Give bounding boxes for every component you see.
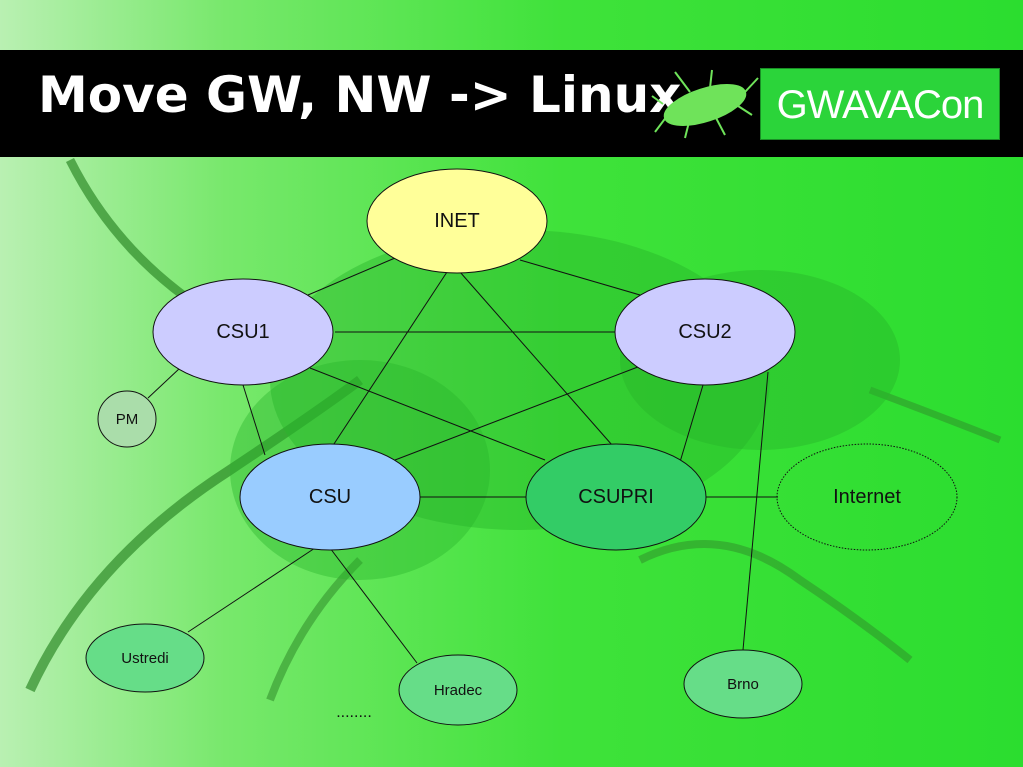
edge-csu1-csu — [242, 384, 266, 456]
node-ustredi-label: Ustredi — [121, 650, 169, 667]
edge-csu2-brno — [742, 371, 769, 651]
brand-logo: GWAVACon — [760, 68, 1000, 140]
node-csupri-label: CSUPRI — [578, 486, 654, 508]
edge-csu-ustredi — [187, 547, 316, 633]
node-pm: PM — [97, 390, 157, 448]
node-csupri: CSUPRI — [525, 443, 707, 551]
brand-text: GWAVACon — [776, 83, 985, 127]
node-inet-label: INET — [434, 210, 480, 232]
node-csu2: CSU2 — [614, 278, 796, 386]
edge-csu2-csu — [394, 364, 644, 461]
ellipsis-text: ........ — [336, 704, 372, 721]
node-csu2-label: CSU2 — [678, 321, 731, 343]
node-internet: Internet — [776, 443, 958, 551]
edge-csu1-csupri — [309, 367, 546, 461]
node-ustredi: Ustredi — [85, 623, 205, 693]
node-csu1: CSU1 — [152, 278, 334, 386]
edge-csu-hradec — [329, 547, 418, 664]
edge-csu1-inet — [307, 257, 396, 296]
edge-csu2-csupri — [679, 384, 704, 463]
node-csu1-label: CSU1 — [216, 321, 269, 343]
node-csu: CSU — [239, 443, 421, 551]
node-csu-label: CSU — [309, 486, 351, 508]
node-hradec-label: Hradec — [434, 682, 483, 699]
edge-csu1-pm — [147, 367, 181, 399]
slide-title: Move GW, NW -> Linux — [38, 66, 682, 124]
node-brno-label: Brno — [727, 676, 759, 693]
edge-inet-csu2 — [519, 259, 641, 296]
node-inet: INET — [366, 168, 548, 274]
node-internet-label: Internet — [833, 486, 901, 508]
node-pm-label: PM — [116, 411, 139, 428]
connection-lines — [147, 257, 778, 664]
node-brno: Brno — [683, 649, 803, 719]
node-hradec: Hradec — [398, 654, 518, 726]
edge-inet-csupri — [459, 271, 613, 446]
edge-inet-csu — [329, 271, 448, 451]
